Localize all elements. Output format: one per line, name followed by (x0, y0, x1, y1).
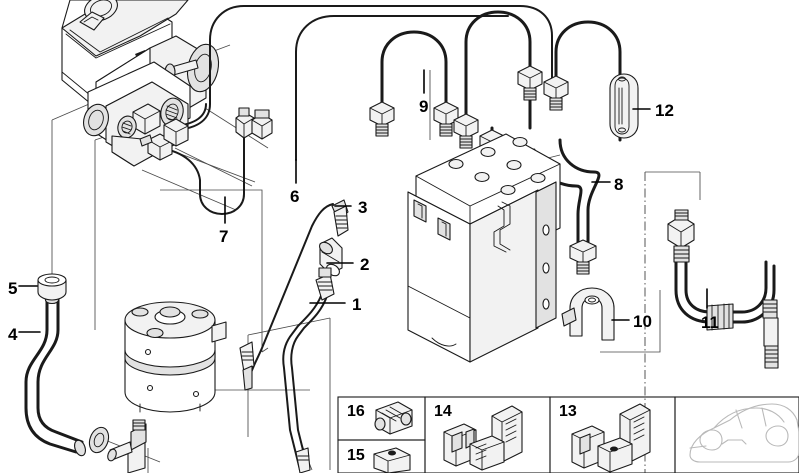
callout-leaders (18, 69, 708, 333)
hose-11-bottom-fitting (762, 299, 779, 369)
callout-label-5: 5 (8, 279, 18, 298)
banjo-bolt (453, 113, 479, 149)
panel-label-15: 15 (347, 447, 365, 464)
abs-hydraulic-unit (407, 133, 561, 363)
pipe-6-mid-fitting (251, 109, 273, 140)
panel-label-14: 14 (434, 403, 452, 420)
callout-label-10: 10 (633, 312, 652, 331)
bleeder-fitting (239, 341, 255, 391)
panel-label-13: 13 (559, 403, 577, 420)
mounting-bracket-10 (561, 287, 615, 341)
brake-hose-11 (667, 209, 779, 369)
panel-13-bracket (571, 403, 651, 473)
callout-label-2: 2 (360, 255, 370, 274)
panel-14-bracket (443, 405, 523, 471)
banjo-bolt (433, 101, 459, 137)
seal-ring-5 (37, 273, 67, 301)
brake-line-1 (282, 267, 335, 473)
brake-line-3 (239, 199, 349, 391)
brake-hose-8 (532, 138, 601, 275)
panel-frames (337, 396, 799, 473)
panel-label-16: 16 (347, 403, 365, 420)
callout-label-3: 3 (358, 198, 368, 217)
callout-label-12: 12 (655, 101, 674, 120)
hose-8-end-bolt (569, 239, 597, 275)
brake-pipe-6 (163, 5, 553, 161)
callout-label-7: 7 (219, 227, 229, 246)
panel-15-clip (373, 447, 411, 473)
callout-label-6: 6 (290, 187, 300, 206)
callout-label-11: 11 (701, 313, 719, 332)
brake-pipe-7 (139, 107, 255, 215)
panel-16-clip (374, 401, 413, 435)
suction-hose-4 (24, 295, 86, 457)
callout-label-1: 1 (352, 295, 362, 314)
hose-11-top-union (667, 209, 695, 263)
banjo-bolt (517, 65, 543, 101)
vehicle-outline (689, 403, 799, 463)
callout-label-8: 8 (614, 175, 624, 194)
callout-label-9: 9 (419, 97, 429, 116)
rubber-grommet-12 (609, 73, 639, 139)
callout-label-4: 4 (8, 325, 18, 344)
pipe-6-left-fitting (163, 118, 189, 147)
brake-master-cylinder (61, 0, 220, 167)
banjo-bolt (543, 75, 569, 111)
hose-11-crimp (706, 303, 734, 331)
hose-union-elbow (88, 419, 147, 473)
banjo-bolt (369, 101, 395, 137)
pipe-7-top-fitting (235, 107, 255, 139)
hydraulic-pump-motor (124, 301, 227, 413)
